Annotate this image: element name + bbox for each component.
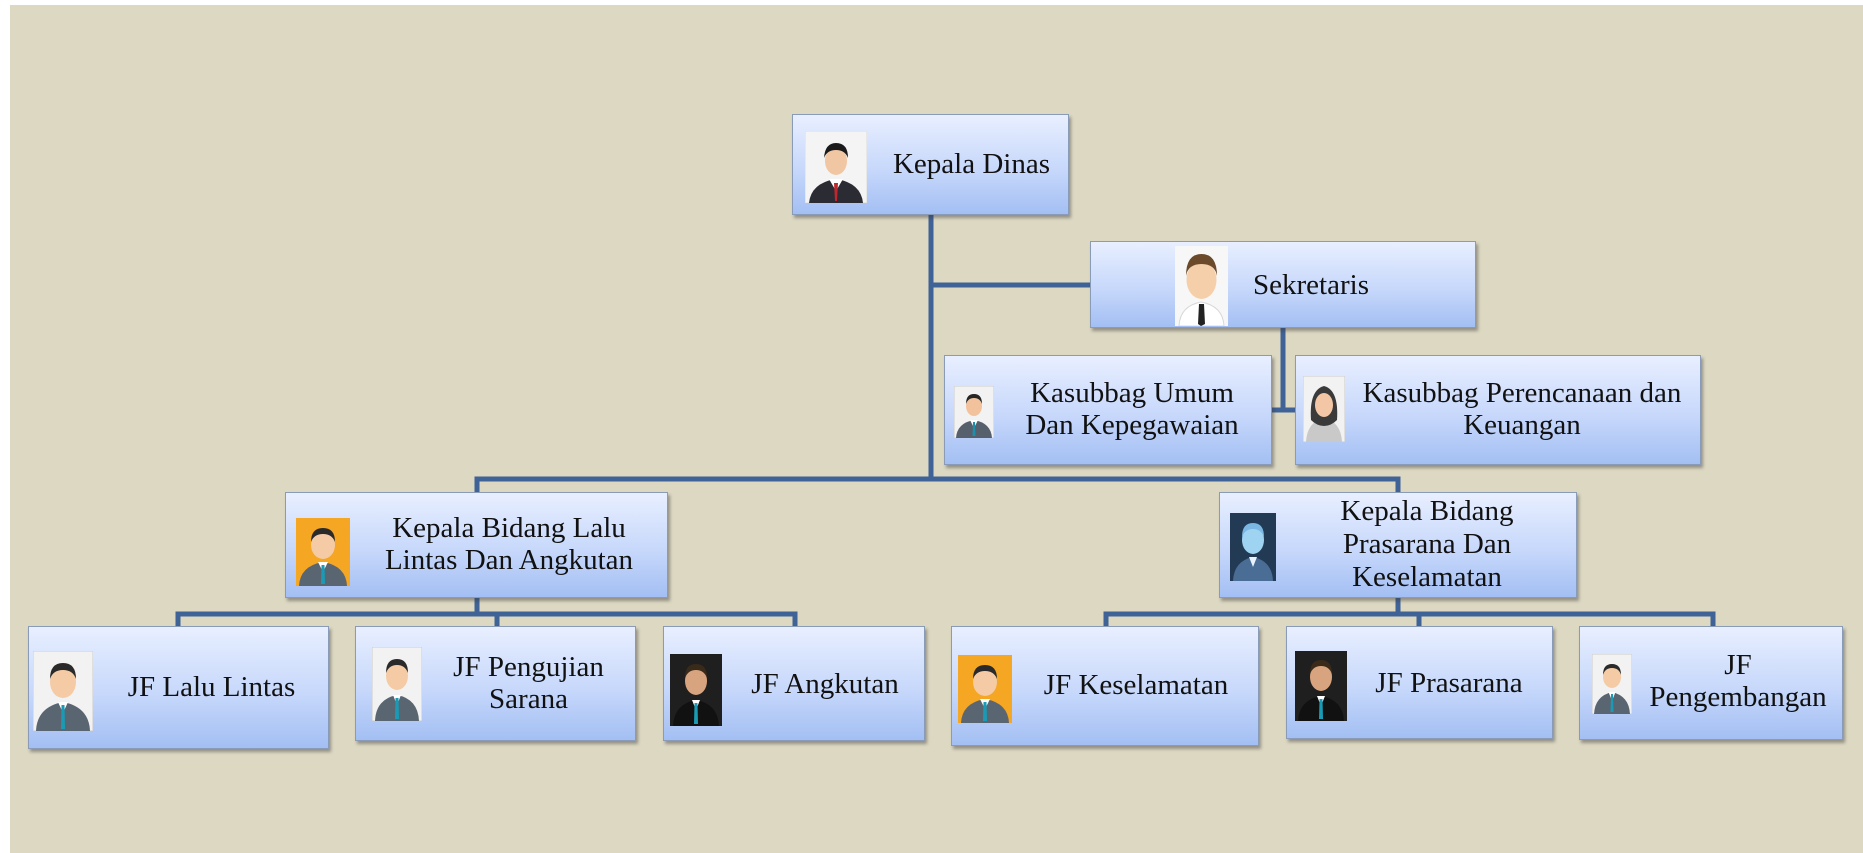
node-jf-pengembangan[interactable]: JF Pengembangan [1579, 626, 1843, 740]
node-sekretaris[interactable]: Sekretaris [1090, 241, 1476, 328]
node-kepala-dinas-label: Kepala Dinas [892, 148, 1051, 180]
node-kabid-prasarana-label-3: Keselamatan [1352, 561, 1502, 593]
node-jf-lalu-lintas[interactable]: JF Lalu Lintas [28, 626, 329, 749]
node-kasubbag-umum-label-2: Dan Kepegawaian [1025, 409, 1239, 441]
node-kasubbag-perencanaan-label-2: Keuangan [1463, 409, 1581, 441]
male-dark-bg-icon [670, 654, 722, 726]
node-jf-prasarana[interactable]: JF Prasarana [1286, 626, 1553, 739]
node-jf-angkutan[interactable]: JF Angkutan [663, 626, 925, 741]
node-jf-angkutan-label: JF Angkutan [751, 668, 899, 700]
male-icon [954, 386, 994, 438]
node-sekretaris-label: Sekretaris [1253, 269, 1369, 301]
male-faceless-icon [1175, 246, 1228, 326]
male-icon [1592, 654, 1632, 714]
node-jf-pengembangan-label-2: Pengembangan [1649, 681, 1827, 713]
node-jf-keselamatan[interactable]: JF Keselamatan [951, 626, 1259, 746]
node-kabid-prasarana-label-1: Kepala Bidang [1340, 495, 1514, 527]
male-orange-bg-icon [958, 655, 1012, 723]
node-jf-lalu-lintas-label: JF Lalu Lintas [127, 671, 296, 703]
female-hijab-icon [1303, 376, 1345, 442]
node-jf-pengujian-sarana[interactable]: JF Pengujian Sarana [355, 626, 636, 741]
node-kabid-prasarana-label-2: Prasarana Dan [1342, 528, 1512, 560]
male-icon [372, 647, 422, 721]
node-kasubbag-perencanaan[interactable]: Kasubbag Perencanaan dan Keuangan [1295, 355, 1701, 465]
male-icon [33, 651, 93, 731]
node-jf-pengembangan-label-1: JF [1724, 649, 1752, 681]
node-kasubbag-umum[interactable]: Kasubbag Umum Dan Kepegawaian [944, 355, 1272, 465]
node-kabid-lalu-lintas-label-2: Lintas Dan Angkutan [384, 544, 634, 576]
node-kepala-dinas[interactable]: Kepala Dinas [792, 114, 1069, 215]
node-kasubbag-perencanaan-label-1: Kasubbag Perencanaan dan [1362, 377, 1682, 409]
node-jf-prasarana-label: JF Prasarana [1375, 667, 1523, 699]
node-kasubbag-umum-label-1: Kasubbag Umum [1030, 377, 1234, 409]
node-kabid-prasarana[interactable]: Kepala Bidang Prasarana Dan Keselamatan [1219, 492, 1577, 598]
node-jf-pengujian-sarana-label-2: Sarana [489, 683, 568, 715]
node-jf-pengujian-sarana-label-1: JF Pengujian [453, 651, 604, 683]
male-blue-icon [1230, 513, 1276, 581]
male-dark-bg-icon [1295, 651, 1347, 721]
male-orange-bg-icon [296, 518, 350, 586]
node-kabid-lalu-lintas-label-1: Kepala Bidang Lalu [392, 512, 626, 544]
node-kabid-lalu-lintas[interactable]: Kepala Bidang Lalu Lintas Dan Angkutan [285, 492, 668, 598]
male-red-tie-icon [805, 131, 867, 203]
node-jf-keselamatan-label: JF Keselamatan [1043, 669, 1229, 701]
